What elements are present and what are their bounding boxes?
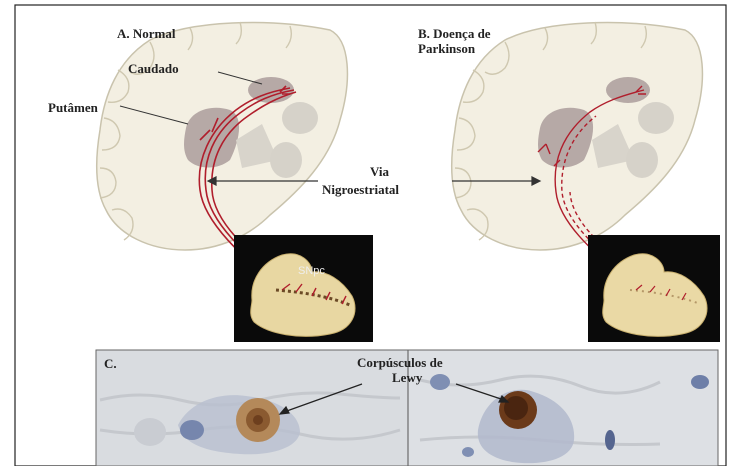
via-label-line1: Via — [370, 164, 389, 179]
substantia-nigra-photo-parkinson — [588, 235, 720, 342]
substantia-nigra-photo-normal — [234, 235, 373, 342]
snpc-label: SNpc — [298, 265, 325, 277]
lewy-label-line2: Lewy — [392, 370, 422, 385]
panel-b-title-line2: Parkinson — [418, 41, 475, 56]
panel-b-title-line1: B. Doença de — [418, 26, 491, 41]
putamen-label: Putâmen — [48, 100, 98, 115]
via-label-line2: Nigroestriatal — [322, 182, 399, 197]
panel-a-title: A. Normal — [117, 26, 176, 41]
panel-c-title: C. — [104, 356, 117, 371]
caudado-label: Caudado — [128, 61, 179, 76]
lewy-label-line1: Corpúsculos de — [357, 355, 443, 370]
